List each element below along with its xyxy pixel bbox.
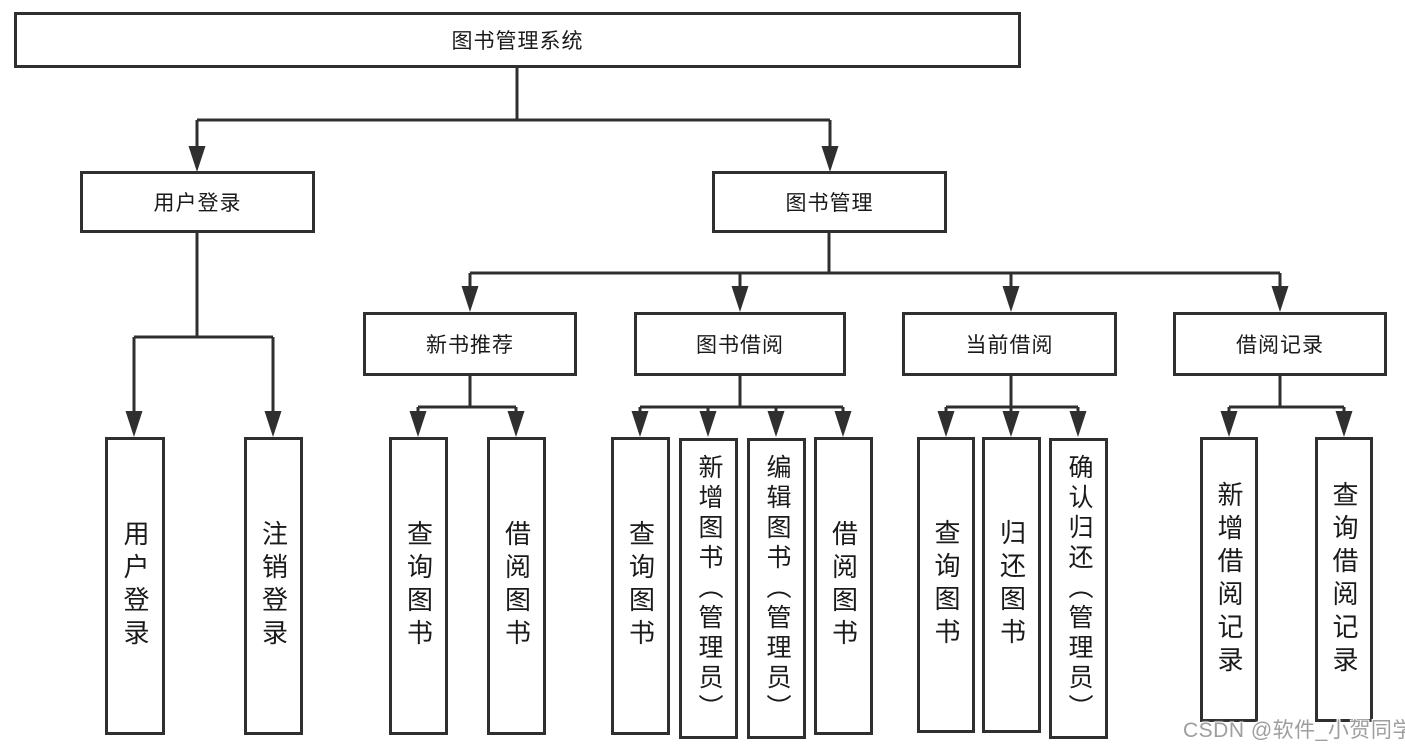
- leaf-logout: 注销登录: [244, 437, 303, 735]
- leaf-borrow-books-borrowing: 借阅图书: [814, 437, 873, 735]
- node-borrowing-records: 借阅记录: [1173, 312, 1387, 376]
- leaf-add-borrow-record: 新增借阅记录: [1200, 437, 1258, 722]
- leaf-query-books-recommend: 查询图书: [389, 437, 448, 735]
- leaf-query-books-current: 查询图书: [917, 437, 975, 733]
- leaf-user-login: 用户登录: [105, 437, 165, 735]
- leaf-edit-books-admin: 编辑图书（管理员）: [747, 438, 806, 739]
- leaf-return-books: 归还图书: [982, 437, 1041, 733]
- leaf-confirm-return-admin: 确认归还（管理员）: [1049, 438, 1108, 739]
- node-new-book-recommend: 新书推荐: [363, 312, 577, 376]
- node-current-borrowing: 当前借阅: [902, 312, 1117, 376]
- leaf-borrow-books-recommend: 借阅图书: [487, 437, 546, 735]
- leaf-query-books-borrowing: 查询图书: [611, 437, 670, 735]
- node-root-library-system: 图书管理系统: [14, 12, 1021, 68]
- csdn-watermark: CSDN @软件_小贺同学: [1183, 719, 1405, 742]
- node-user-login: 用户登录: [80, 171, 315, 233]
- node-book-borrowing: 图书借阅: [634, 312, 846, 376]
- leaf-query-borrow-record: 查询借阅记录: [1315, 437, 1373, 722]
- node-book-management: 图书管理: [712, 171, 947, 233]
- leaf-add-books-admin: 新增图书（管理员）: [679, 438, 738, 739]
